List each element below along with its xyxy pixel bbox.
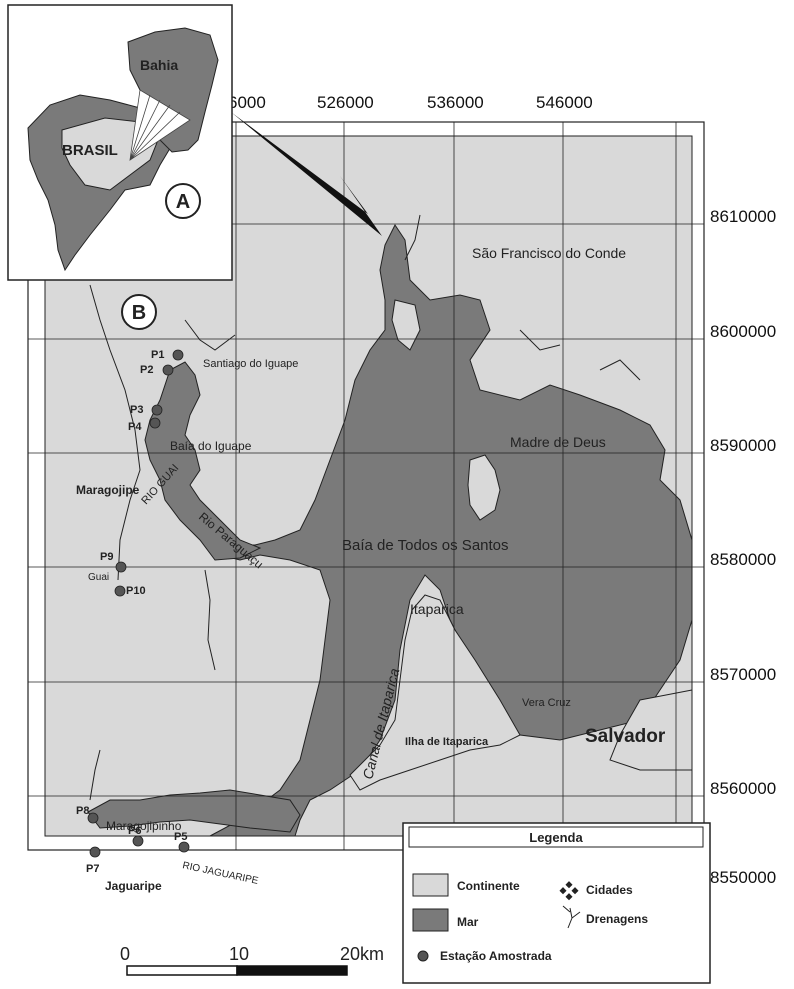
legend-continente-swatch: [412, 873, 449, 897]
scale-label-0: 0: [120, 944, 130, 964]
x-label-3: 536000: [427, 93, 484, 112]
place-maragojipe: Maragojipe: [76, 483, 140, 497]
sea-area-main: [209, 224, 693, 837]
legend-estacao-label: Estação Amostrada: [440, 949, 552, 963]
legend-drenagens-label: Drenagens: [586, 912, 648, 926]
y-label-2: 8600000: [710, 322, 776, 341]
place-sao-francisco: São Francisco do Conde: [472, 245, 626, 261]
y-label-4: 8580000: [710, 550, 776, 569]
island-madre-de-deus: [467, 454, 501, 521]
place-santiago: Santiago do Iguape: [203, 358, 298, 370]
station-p7-marker: [89, 846, 101, 858]
place-baia-todos-santos: Baía de Todos os Santos: [342, 537, 509, 554]
panel-b-badge: [121, 294, 157, 330]
station-p6-marker: [132, 835, 144, 847]
station-p9-label: P9: [100, 551, 113, 563]
station-p5-marker: [178, 841, 190, 853]
place-ilha-itaparica: Ilha de Itaparica: [405, 736, 489, 748]
legend-continente-label: Continente: [457, 879, 520, 893]
coordinate-grid: [28, 122, 704, 850]
station-p3-marker: [151, 404, 163, 416]
inset-brasil-label: BRASIL: [62, 142, 118, 159]
sea-area-jaguaripe: [87, 789, 301, 833]
y-label-1: 8610000: [710, 207, 776, 226]
inset-bahia-label: Bahia: [140, 57, 178, 73]
drainage-lines: [89, 214, 641, 801]
station-p9-marker: [115, 561, 127, 573]
scale-label-10: 10: [229, 944, 249, 964]
legend-drenagens-icon: [562, 905, 581, 929]
scale-bar-white: [126, 965, 238, 976]
station-p2-marker: [162, 364, 174, 376]
panel-b-label: B: [132, 302, 146, 324]
sampling-stations: [87, 349, 190, 858]
place-vera-cruz: Vera Cruz: [522, 697, 571, 709]
legend-title: Legenda: [529, 830, 583, 845]
x-label-1: 6000: [228, 93, 266, 112]
station-p8-label: P8: [76, 805, 89, 817]
place-madre-de-deus: Madre de Deus: [510, 434, 606, 450]
legend-estacao-marker: [417, 950, 429, 962]
legend-title-box: [408, 826, 704, 848]
y-label-3: 8590000: [710, 436, 776, 455]
y-label-7: 8550000: [710, 868, 776, 887]
station-p1-marker: [172, 349, 184, 361]
place-itaparica: Itaparica: [410, 601, 464, 617]
legend-mar-label: Mar: [457, 915, 479, 929]
place-maragojipinho: Maragojipinho: [106, 819, 182, 833]
legend-cidades-icon: [559, 881, 579, 901]
station-p2-label: P2: [140, 364, 153, 376]
station-p6-label: P6: [128, 825, 141, 837]
inset-zoom-fan: [129, 89, 191, 161]
station-p7-label: P7: [86, 863, 99, 875]
sea-area-iguape: [144, 361, 262, 561]
y-label-6: 8560000: [710, 779, 776, 798]
island-salvador-tip: [609, 689, 693, 771]
scale-label-20km: 20km: [340, 944, 384, 964]
station-p5-label: P5: [174, 831, 187, 843]
scale-bar: 0 10 20km: [120, 944, 384, 976]
location-arrow: [198, 85, 382, 236]
legend-frame: [402, 822, 711, 984]
legend: Legenda Continente Mar Cidades Drenagens…: [402, 822, 711, 984]
river-jaguaripe: RIO JAGUARIPE: [181, 860, 259, 887]
station-p1-label: P1: [151, 349, 164, 361]
place-jaguaripe: Jaguaripe: [105, 879, 162, 893]
place-baia-iguape: Baía do Iguape: [170, 439, 252, 453]
legend-mar-swatch: [412, 908, 449, 932]
x-label-4: 546000: [536, 93, 593, 112]
island-ilha-itaparica: [349, 594, 521, 791]
station-p10-marker: [114, 585, 126, 597]
legend-cidades-label: Cidades: [586, 883, 633, 897]
station-p10-label: P10: [126, 585, 146, 597]
place-salvador: Salvador: [585, 726, 666, 747]
panel-a-badge: [165, 183, 201, 219]
station-p3-label: P3: [130, 404, 143, 416]
x-label-2: 526000: [317, 93, 374, 112]
island-itaparica-north: [391, 299, 421, 351]
panel-a-label: A: [176, 191, 190, 213]
y-label-5: 8570000: [710, 665, 776, 684]
station-p4-label: P4: [128, 421, 142, 433]
scale-bar-black: [236, 965, 348, 976]
station-p8-marker: [87, 812, 99, 824]
station-p4-marker: [149, 417, 161, 429]
place-guai: Guai: [88, 572, 109, 583]
inset-map: Bahia BRASIL A: [7, 4, 233, 281]
